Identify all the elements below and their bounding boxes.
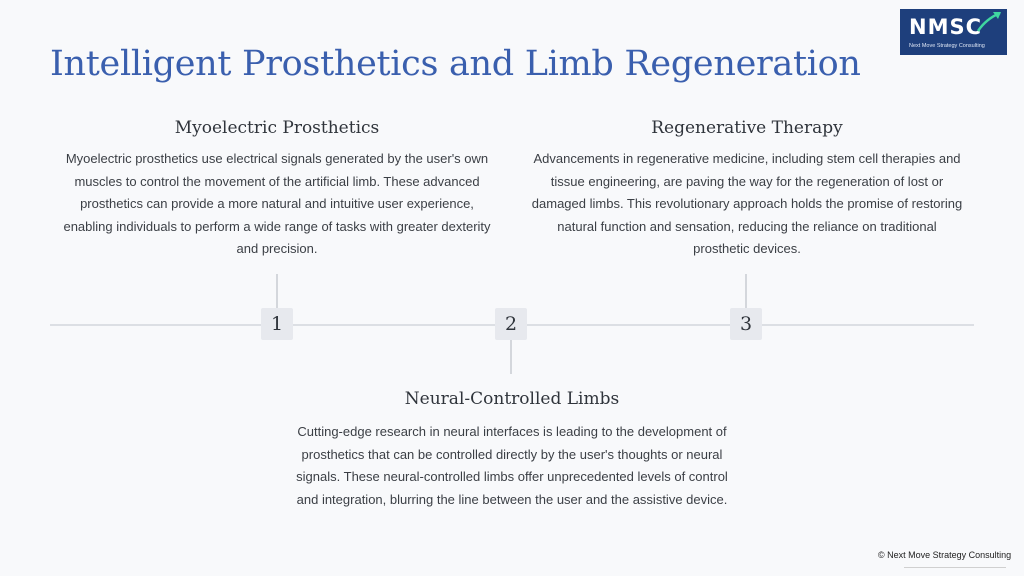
logo-mark: NMSC [909,15,983,39]
step-2-connector [510,340,512,374]
page-title: Intelligent Prosthetics and Limb Regener… [50,44,861,84]
step-1-number: 1 [261,308,293,340]
copyright-rule [904,567,1006,568]
logo-swoosh-icon [976,11,1001,32]
step-1-description: Myoelectric prosthetics use electrical s… [63,151,491,257]
copyright-notice: © Next Move Strategy Consulting [878,550,1012,560]
step-3-number: 3 [730,308,762,340]
step-2-heading: Neural-Controlled Limbs [404,389,620,409]
logo-subtitle: Next Move Strategy Consulting [909,43,985,49]
step-3-connector [745,274,747,310]
step-1-connector [276,274,278,310]
step-2-description: Cutting-edge research in neural interfac… [296,424,728,507]
step-3-heading: Regenerative Therapy [651,118,843,138]
company-logo: NMSC Next Move Strategy Consulting [900,9,1007,55]
step-1-heading: Myoelectric Prosthetics [174,118,380,138]
step-3-description: Advancements in regenerative medicine, i… [531,151,963,257]
step-2-number: 2 [495,308,527,340]
